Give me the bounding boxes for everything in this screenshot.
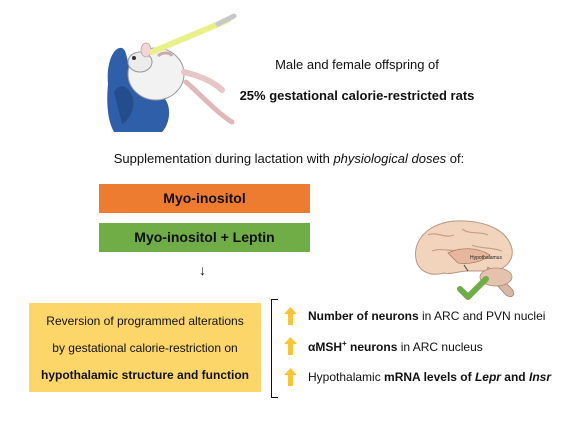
supplementation-line: Supplementation during lactation with ph… <box>0 151 578 166</box>
outcome-amsh-bold2: neurons <box>346 339 398 354</box>
outcome-gene-lepr: Lepr <box>474 370 501 384</box>
check-icon <box>457 276 489 300</box>
up-arrow-icon <box>284 307 297 325</box>
outcome-amsh-rest: in ARC nucleus <box>397 339 483 354</box>
outcome-gene-insr: Insr <box>528 370 551 384</box>
outcome-mrna-bold: mRNA levels of <box>384 370 475 384</box>
outcome-amsh: αMSH+ neurons in ARC nucleus <box>283 336 483 356</box>
supplementation-suffix: of: <box>446 151 465 166</box>
outcome-amsh-bold: αMSH <box>308 339 343 354</box>
result-line-3: hypothalamic structure and function <box>40 367 250 382</box>
outcome-bracket <box>271 299 278 398</box>
brain-illustration: Hypothalamus <box>415 220 514 300</box>
outcome-neurons-bold: Number of neurons <box>308 309 419 323</box>
offspring-line: Male and female offspring of <box>275 57 439 72</box>
result-box: Reversion of programmed alterations by g… <box>29 303 261 392</box>
outcome-mrna-pre: Hypothalamic <box>308 370 385 384</box>
outcome-neurons-rest: in ARC and PVN nuclei <box>418 309 546 323</box>
outcome-amsh-sup: + <box>342 338 347 348</box>
result-line-1: Reversion of programmed alterations <box>46 313 244 328</box>
myo-inositol-bar: Myo-inositol <box>99 184 310 213</box>
rat-illustration <box>107 13 237 132</box>
outcome-neurons: Number of neurons in ARC and PVN nuclei <box>283 306 545 326</box>
calorie-restricted-line: 25% gestational calorie-restricted rats <box>239 88 475 103</box>
result-line-2: by gestational calorie-restriction on <box>52 340 238 355</box>
supplementation-prefix: Supplementation during lactation with <box>113 151 334 166</box>
down-arrow: ↓ <box>199 262 206 278</box>
up-arrow-icon <box>284 337 297 355</box>
myo-inositol-leptin-bar: Myo-inositol + Leptin <box>99 223 310 252</box>
hypothalamus-label: Hypothalamus <box>470 255 502 261</box>
outcome-mrna: Hypothalamic mRNA levels of Lepr and Ins… <box>283 367 551 387</box>
supplementation-emphasis: physiological doses <box>333 151 447 166</box>
outcome-mrna-and: and <box>500 370 529 384</box>
up-arrow-icon <box>284 368 297 386</box>
